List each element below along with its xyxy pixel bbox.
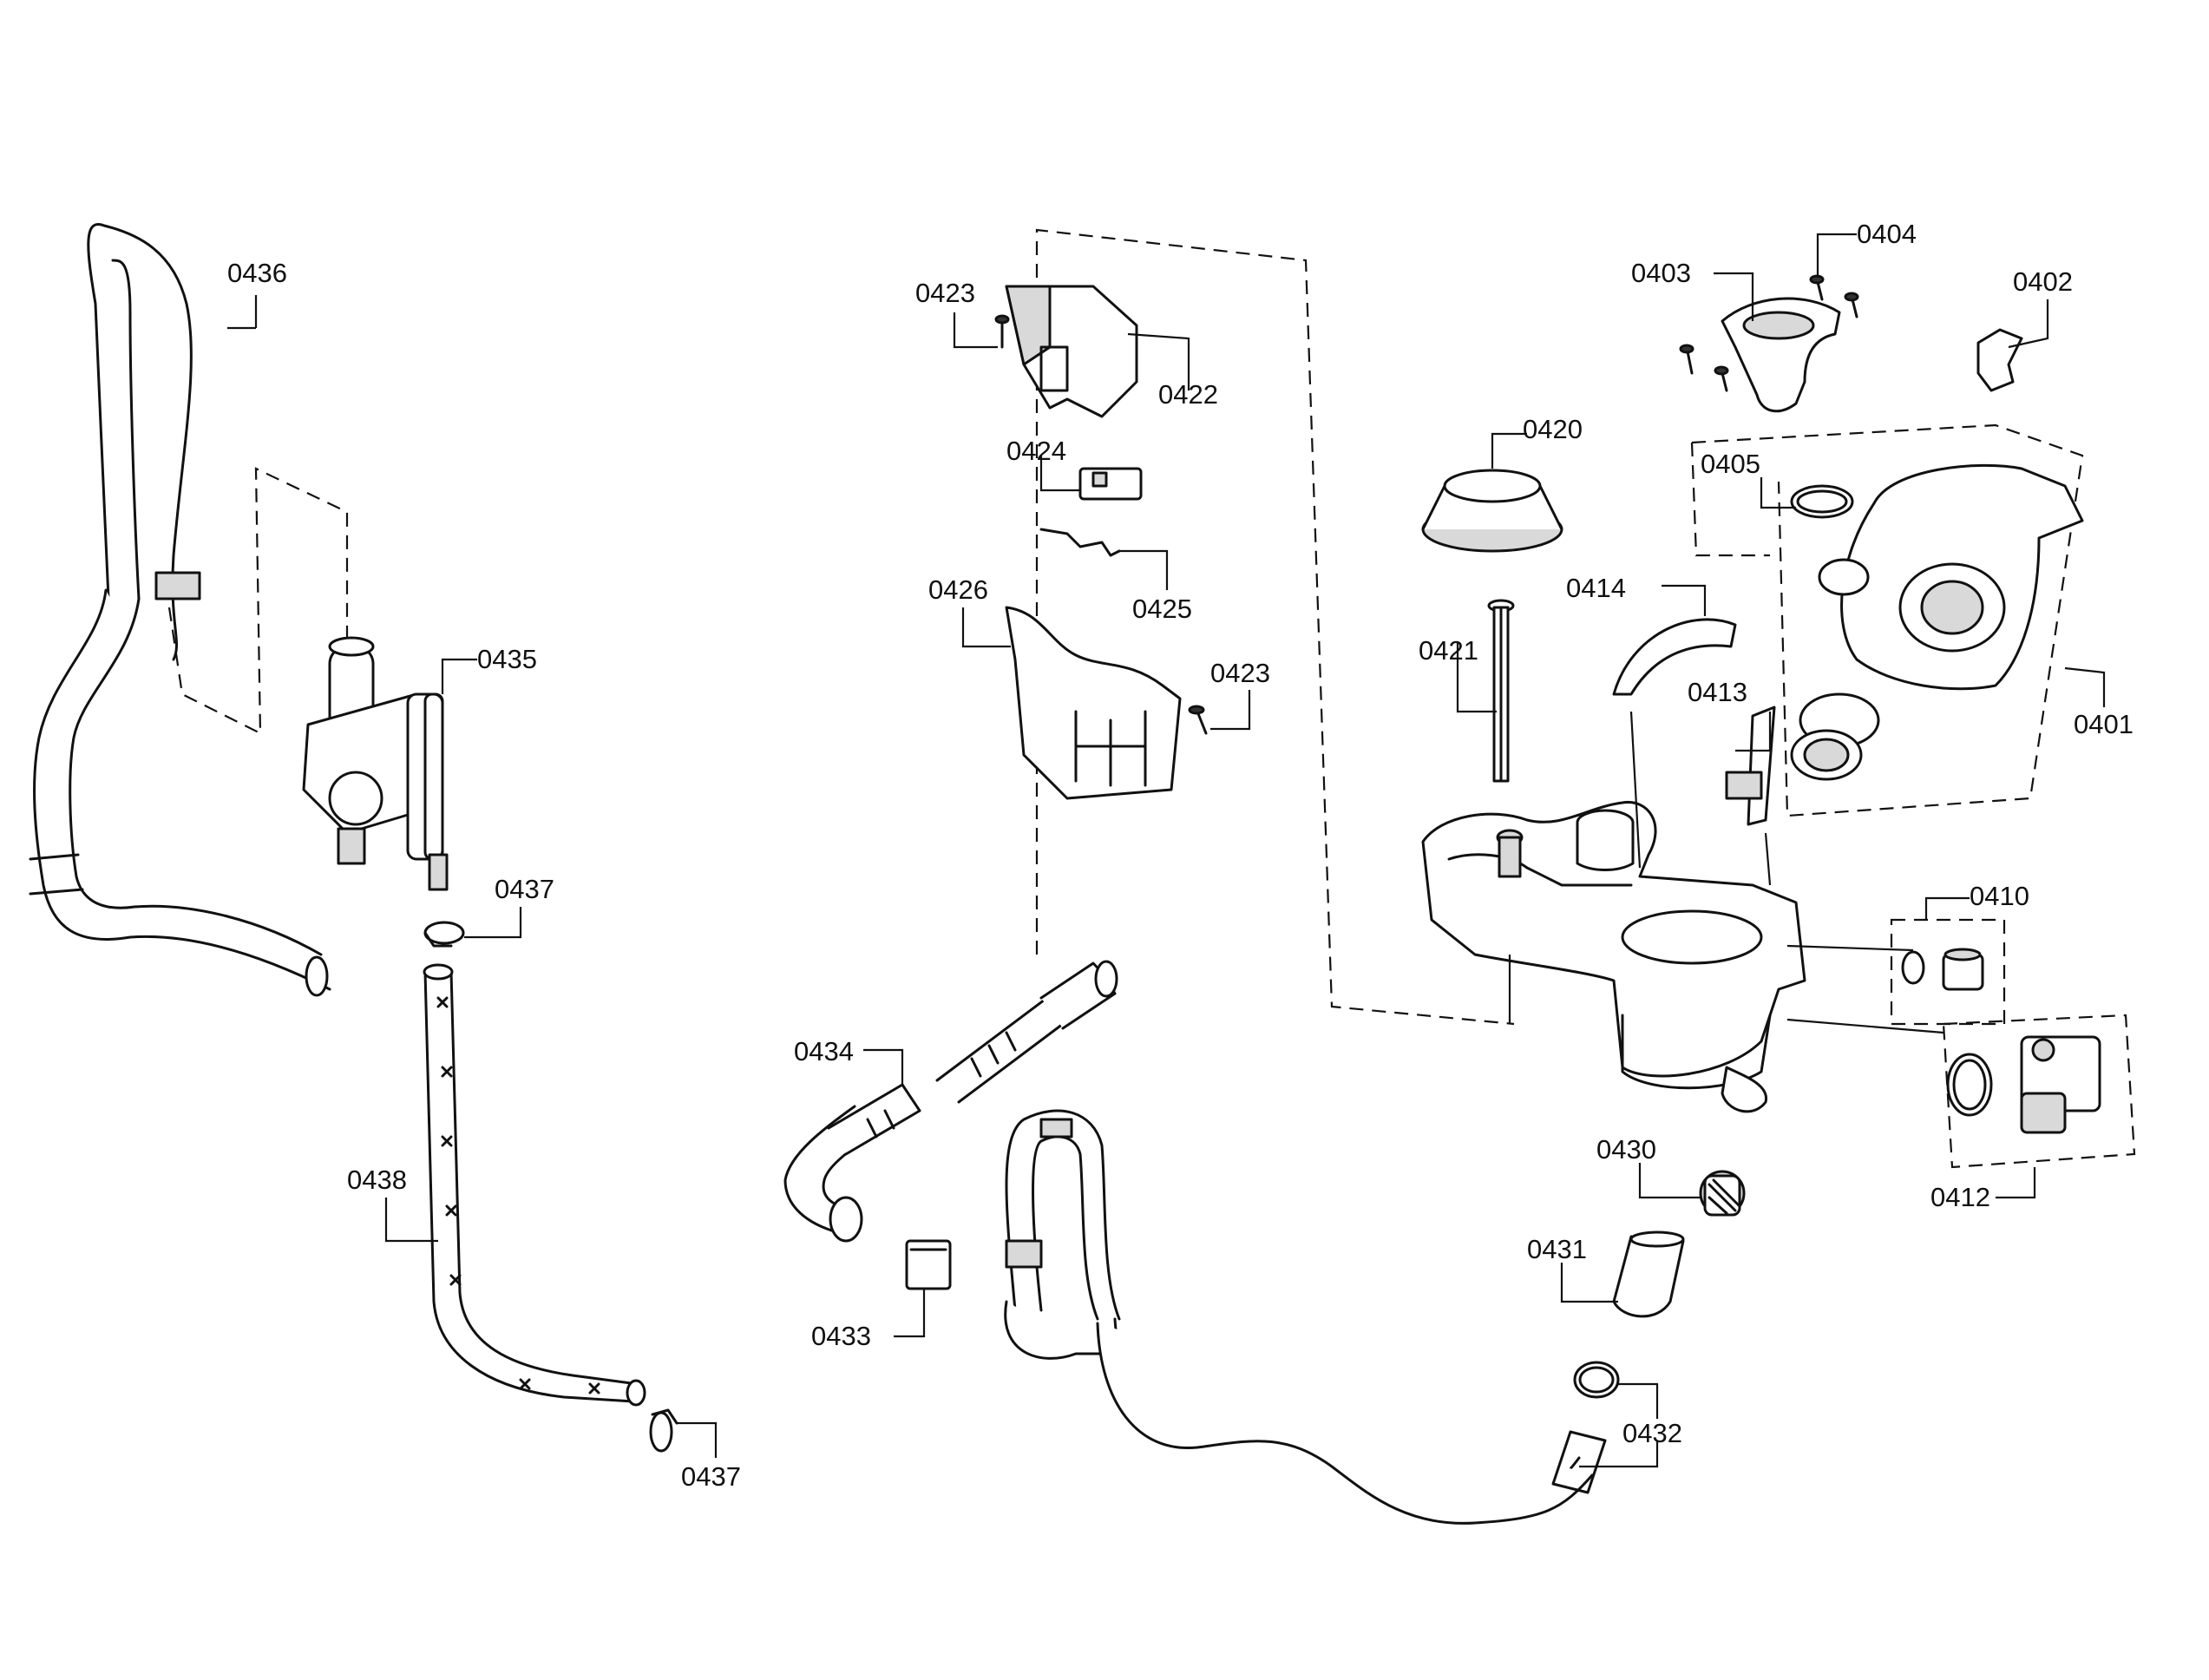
label-0403: 0403 — [1631, 258, 1691, 288]
part-0435-valve[interactable] — [302, 636, 449, 891]
assembly-dash-0401 — [1691, 423, 2084, 817]
part-0426-housing[interactable] — [1005, 606, 1182, 800]
label-0432: 0432 — [1622, 1418, 1682, 1448]
label-0412: 0412 — [1930, 1182, 1990, 1212]
label-0434: 0434 — [794, 1036, 854, 1066]
label-0401: 0401 — [2074, 709, 2134, 739]
label-0437-lower: 0437 — [681, 1461, 741, 1492]
part-0414-clamp[interactable] — [1612, 618, 1737, 696]
part-0403-seal[interactable] — [1721, 297, 1841, 413]
part-0404-screws[interactable] — [1679, 274, 1859, 392]
label-0433: 0433 — [811, 1321, 871, 1351]
part-0434-hose[interactable] — [783, 960, 1118, 1243]
label-0437-upper: 0437 — [495, 874, 554, 904]
part-0438-hose[interactable] — [423, 963, 646, 1407]
part-0430-filter[interactable] — [1699, 1170, 1746, 1217]
assembly-dash-center — [1035, 228, 1515, 1026]
label-0430: 0430 — [1596, 1134, 1656, 1165]
label-0424: 0424 — [1006, 436, 1066, 466]
part-0425-spring-clip[interactable] — [1039, 528, 1121, 557]
part-0431-clip[interactable] — [1612, 1230, 1685, 1318]
part-0422-bracket[interactable] — [1005, 285, 1138, 418]
assembly-dash-0410 — [1890, 918, 2006, 1026]
part-0401-heat-pump[interactable] — [1790, 463, 2084, 781]
part-sump[interactable] — [1421, 800, 1806, 1113]
label-0423-upper: 0423 — [915, 278, 975, 308]
part-0433-clip[interactable] — [905, 1239, 952, 1290]
part-0412-pump[interactable] — [1946, 1035, 2101, 1134]
label-0405: 0405 — [1701, 449, 1760, 479]
label-0438: 0438 — [347, 1165, 407, 1195]
label-0435: 0435 — [477, 644, 537, 674]
part-0405-clamp[interactable] — [1790, 484, 1854, 519]
label-0426: 0426 — [928, 574, 988, 605]
label-0421: 0421 — [1419, 635, 1478, 666]
label-0431: 0431 — [1527, 1234, 1587, 1264]
part-0424-switch[interactable] — [1078, 467, 1143, 501]
label-0404: 0404 — [1857, 219, 1917, 249]
part-0436-drain-hose[interactable] — [29, 223, 331, 997]
assembly-dash-0412 — [1942, 1014, 2136, 1169]
part-0421-shaft[interactable] — [1487, 599, 1515, 783]
label-0413: 0413 — [1688, 677, 1747, 707]
assembly-dash-0436 — [167, 467, 349, 735]
part-0410-sensor[interactable] — [1901, 948, 1984, 991]
label-0436: 0436 — [227, 258, 287, 288]
part-0432-o-ring[interactable] — [1573, 1361, 1620, 1399]
label-0414: 0414 — [1566, 573, 1626, 603]
part-0437-clamp-upper[interactable] — [423, 921, 465, 948]
part-0423-screw-lower[interactable] — [1188, 705, 1208, 735]
label-0422: 0422 — [1158, 379, 1218, 410]
label-0402: 0402 — [2013, 266, 2073, 297]
label-0425: 0425 — [1132, 594, 1192, 624]
label-0423-lower: 0423 — [1210, 658, 1270, 688]
part-0423-screw-upper[interactable] — [994, 314, 1010, 349]
part-0402-clip[interactable] — [1976, 328, 2023, 392]
part-0413-sensor[interactable] — [1725, 705, 1776, 826]
part-0437-clamp-lower[interactable] — [649, 1408, 678, 1453]
part-drain-hose-center[interactable] — [1004, 1109, 1607, 1525]
label-0410: 0410 — [1970, 881, 2029, 911]
part-0420-cap[interactable] — [1421, 469, 1563, 553]
label-0420: 0420 — [1523, 414, 1583, 444]
